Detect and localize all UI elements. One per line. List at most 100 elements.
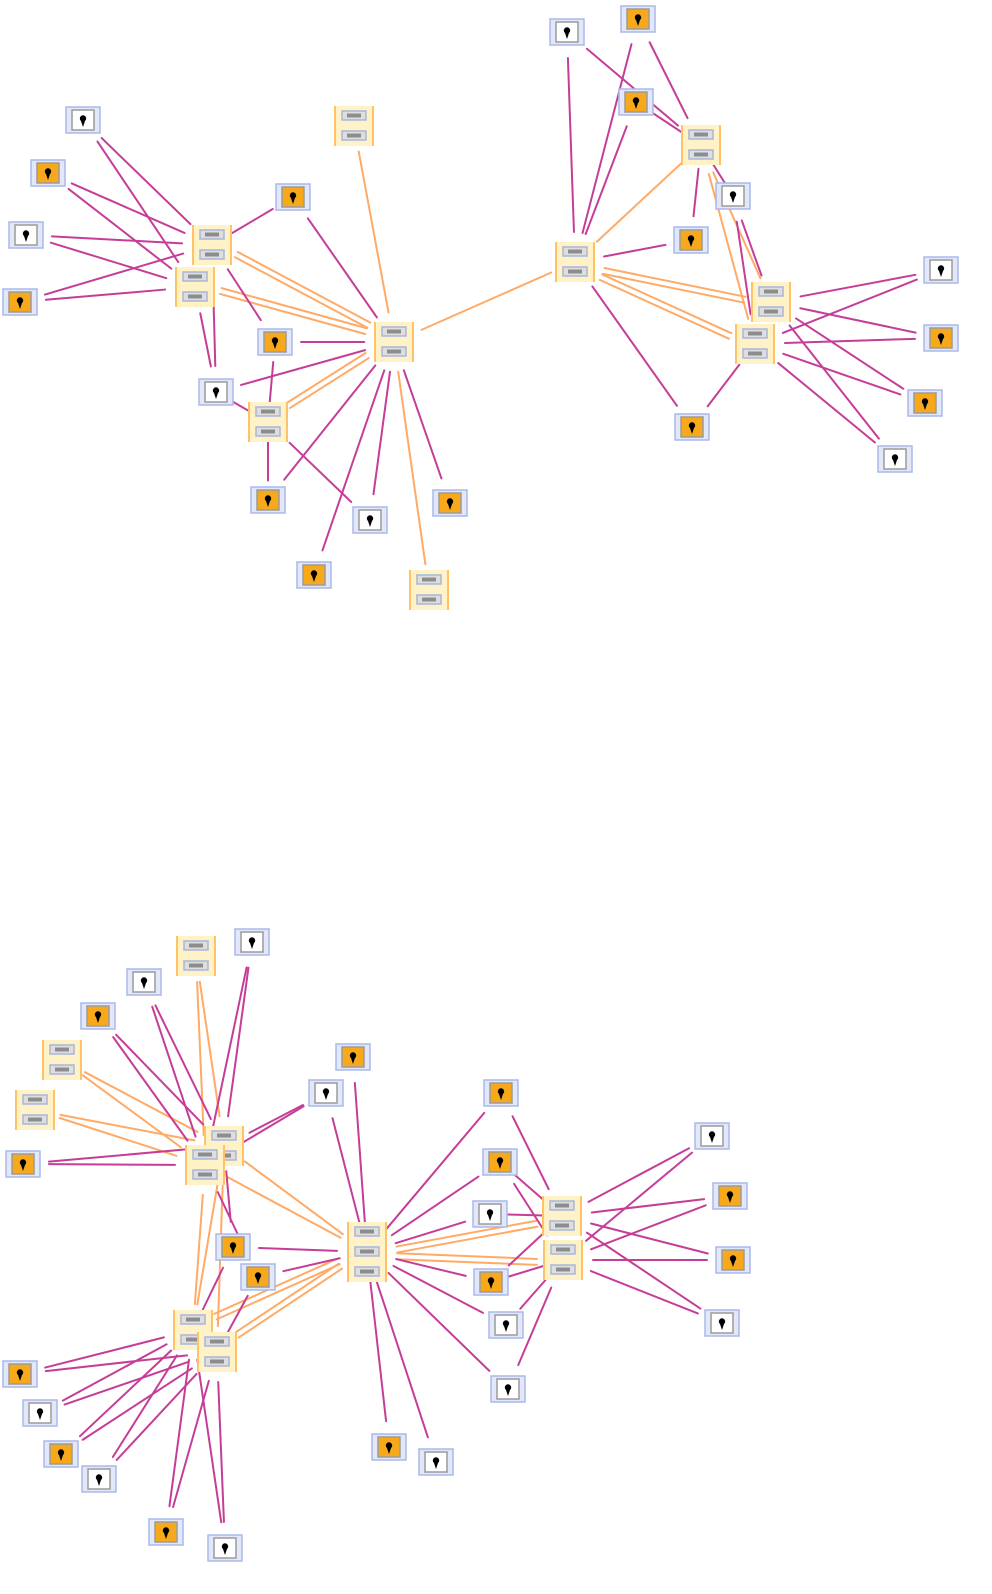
drop-icon <box>366 515 374 527</box>
white-drop-icon-node[interactable] <box>207 1534 243 1562</box>
orange-drop-icon-node[interactable] <box>473 1268 509 1296</box>
edge <box>233 256 369 329</box>
container-node[interactable] <box>176 936 216 976</box>
edge <box>514 1174 548 1204</box>
white-drop-icon-node[interactable] <box>8 221 44 249</box>
edge <box>288 441 353 503</box>
edge <box>220 287 368 330</box>
container-node[interactable] <box>197 1332 237 1372</box>
white-drop-icon-node[interactable] <box>694 1122 730 1150</box>
orange-drop-icon-node[interactable] <box>482 1148 518 1176</box>
orange-drop-icon-node[interactable] <box>2 288 38 316</box>
orange-drop-icon-node[interactable] <box>715 1246 751 1274</box>
container-node[interactable] <box>555 242 595 282</box>
white-drop-icon-node[interactable] <box>126 968 162 996</box>
edge <box>43 252 185 296</box>
edge <box>385 1111 486 1231</box>
edge <box>151 1005 197 1138</box>
white-drop-icon-node[interactable] <box>472 1200 508 1228</box>
white-drop-icon-node[interactable] <box>923 256 959 284</box>
edge <box>590 1222 709 1255</box>
orange-drop-icon-node[interactable] <box>250 486 286 514</box>
orange-drop-icon-node[interactable] <box>240 1263 276 1291</box>
container-node[interactable] <box>735 324 775 364</box>
container-node[interactable] <box>175 267 215 307</box>
container-node[interactable] <box>185 1145 225 1185</box>
white-drop-icon-node[interactable] <box>22 1399 58 1427</box>
edge <box>519 1275 550 1310</box>
white-drop-icon-node[interactable] <box>81 1465 117 1493</box>
drop-icon <box>921 398 929 410</box>
container-node[interactable] <box>409 570 449 610</box>
white-drop-icon-node[interactable] <box>549 18 585 46</box>
white-drop-icon-node[interactable] <box>418 1448 454 1476</box>
orange-drop-icon-node[interactable] <box>923 324 959 352</box>
edge <box>226 268 262 322</box>
orange-drop-icon-node[interactable] <box>80 1002 116 1030</box>
container-node[interactable] <box>248 402 288 442</box>
drop-icon <box>140 977 148 989</box>
white-drop-icon-node[interactable] <box>704 1309 740 1337</box>
container-node[interactable] <box>192 225 232 265</box>
container-node[interactable] <box>374 322 414 362</box>
edge <box>168 1358 191 1508</box>
drop-icon <box>289 192 297 204</box>
orange-drop-icon-node[interactable] <box>275 183 311 211</box>
edge <box>513 1182 549 1237</box>
edge <box>651 111 686 136</box>
orange-drop-icon-node[interactable] <box>483 1079 519 1107</box>
container-node[interactable] <box>15 1090 55 1130</box>
orange-drop-icon-node[interactable] <box>371 1433 407 1461</box>
white-drop-icon-node[interactable] <box>198 378 234 406</box>
orange-drop-icon-node[interactable] <box>907 389 943 417</box>
edge <box>225 1170 232 1223</box>
edge <box>321 369 386 552</box>
white-drop-icon-node[interactable] <box>490 1375 526 1403</box>
edge <box>590 1198 706 1214</box>
edge <box>589 1270 699 1315</box>
orange-drop-icon-node[interactable] <box>618 88 654 116</box>
container-node[interactable] <box>543 1240 583 1280</box>
orange-drop-icon-node[interactable] <box>30 159 66 187</box>
orange-drop-icon-node[interactable] <box>620 5 656 33</box>
drop-icon <box>212 387 220 399</box>
edge <box>243 1160 344 1236</box>
white-drop-icon-node[interactable] <box>352 506 388 534</box>
edge <box>595 161 683 243</box>
edge <box>268 361 275 403</box>
edge <box>81 1367 193 1441</box>
orange-drop-icon-node[interactable] <box>257 328 293 356</box>
drop-icon <box>937 333 945 345</box>
drop-icon <box>36 1408 44 1420</box>
white-drop-icon-node[interactable] <box>715 182 751 210</box>
drop-icon <box>310 570 318 582</box>
white-drop-icon-node[interactable] <box>877 445 913 473</box>
drop-icon <box>322 1088 330 1100</box>
container-node[interactable] <box>681 125 721 165</box>
edge <box>198 980 221 1118</box>
container-node[interactable] <box>334 106 374 146</box>
white-drop-icon-node[interactable] <box>308 1079 344 1107</box>
edge <box>67 187 173 270</box>
container-node[interactable] <box>347 1222 387 1282</box>
container-node[interactable] <box>751 282 791 322</box>
edge <box>215 1263 341 1321</box>
orange-drop-icon-node[interactable] <box>432 489 468 517</box>
drop-icon <box>504 1384 512 1396</box>
orange-drop-icon-node[interactable] <box>148 1518 184 1546</box>
orange-drop-icon-node[interactable] <box>673 226 709 254</box>
white-drop-icon-node[interactable] <box>65 106 101 134</box>
orange-drop-icon-node[interactable] <box>296 561 332 589</box>
orange-drop-icon-node[interactable] <box>215 1233 251 1261</box>
white-drop-icon-node[interactable] <box>488 1311 524 1339</box>
orange-drop-icon-node[interactable] <box>2 1360 38 1388</box>
orange-drop-icon-node[interactable] <box>43 1440 79 1468</box>
orange-drop-icon-node[interactable] <box>335 1043 371 1071</box>
orange-drop-icon-node[interactable] <box>674 413 710 441</box>
orange-drop-icon-node[interactable] <box>5 1150 41 1178</box>
container-node[interactable] <box>542 1196 582 1236</box>
edge <box>226 1176 342 1239</box>
white-drop-icon-node[interactable] <box>234 928 270 956</box>
container-node[interactable] <box>42 1040 82 1080</box>
orange-drop-icon-node[interactable] <box>712 1182 748 1210</box>
